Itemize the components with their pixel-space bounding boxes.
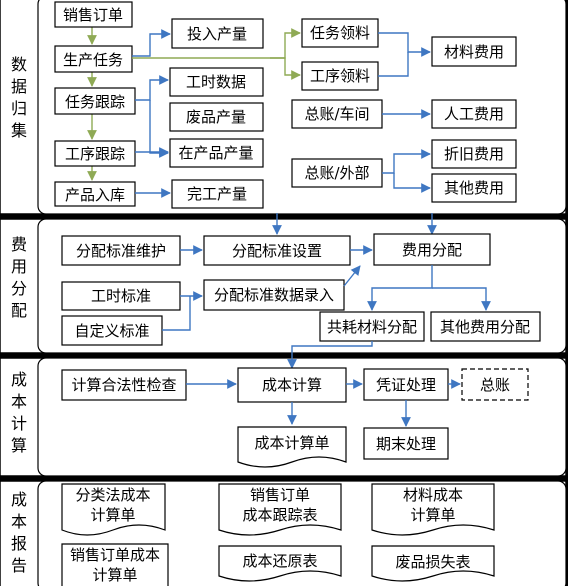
order-tracking-sheet-doc [218, 483, 342, 536]
material-cost-label: 材料费用 [444, 43, 504, 61]
finished-output-box [171, 179, 264, 209]
shared-material-alloc-box [319, 311, 425, 342]
material-cost-sheet-line2: 计算单 [410, 506, 455, 524]
labor-standard-box [61, 281, 181, 311]
labor-standard-label: 工时标准 [91, 287, 151, 305]
alloc-setup-box [203, 235, 351, 266]
period-end-label: 期末处理 [376, 435, 436, 453]
order-tracking-sheet-line2: 成本跟踪表 [242, 506, 317, 524]
cost-restore-label: 成本还原表 [242, 552, 317, 570]
depreciation-cost-box [431, 139, 517, 169]
material-cost-box [431, 36, 517, 67]
alloc-maintain-label: 分配标准维护 [76, 242, 166, 260]
cost-sheet-doc [237, 426, 347, 468]
other-cost-box [431, 173, 517, 203]
depreciation-cost-label: 折旧费用 [444, 145, 504, 163]
section-label-data-collection: 数据归集 [11, 55, 27, 140]
cost-restore-doc [218, 545, 342, 582]
sales-order-label: 销售订单 [63, 6, 123, 24]
wip-output-label: 在产品产量 [178, 144, 253, 162]
task-tracking-label: 任务跟踪 [65, 93, 125, 111]
task-tracking-box [54, 87, 136, 115]
gl-external-box [291, 158, 383, 188]
labor-cost-box [431, 99, 517, 129]
sales-order-box [54, 1, 133, 28]
shared-material-alloc-label: 共耗材料分配 [327, 318, 417, 336]
order-cost-sheet-doc [61, 543, 169, 586]
cost-alloc-box [373, 233, 491, 266]
period-end-box [363, 427, 449, 460]
other-cost-label: 其他费用 [444, 179, 504, 197]
alloc-entry-label: 分配标准数据录入 [214, 286, 334, 304]
voucher-label: 凭证处理 [376, 376, 436, 394]
process-tracking-label: 工序跟踪 [65, 145, 125, 163]
voucher-box [363, 368, 449, 401]
custom-standard-label: 自定义标准 [74, 322, 149, 340]
cost-alloc-label: 费用分配 [402, 241, 462, 259]
scrap-loss-label: 废品损失表 [395, 553, 470, 571]
alloc-setup-label: 分配标准设置 [232, 242, 322, 260]
class-cost-sheet-line2: 计算单 [90, 506, 135, 524]
class-cost-sheet-doc [61, 483, 166, 536]
process-tracking-box [54, 140, 136, 167]
product-storage-box [54, 181, 136, 207]
scrap-loss-doc [371, 545, 495, 582]
wip-output-box [169, 138, 264, 168]
input-output-box [171, 18, 264, 49]
scrap-output-label: 废品产量 [186, 108, 246, 126]
labor-hours-label: 工时数据 [186, 73, 246, 91]
alloc-maintain-box [61, 235, 181, 266]
class-cost-sheet-line1: 分类法成本 [75, 486, 150, 504]
material-cost-sheet-line1: 材料成本 [403, 486, 463, 504]
gl-workshop-label: 总账/车间 [304, 105, 369, 123]
gl-external-label: 总账/外部 [304, 164, 369, 182]
general-ledger-box [461, 368, 529, 401]
process-material-label: 工序领料 [310, 67, 370, 85]
other-cost-alloc-label: 其他费用分配 [440, 318, 530, 336]
production-task-label: 生产任务 [63, 51, 123, 69]
section-label-cost-calculation: 成本计算 [11, 370, 27, 455]
finished-output-label: 完工产量 [187, 185, 247, 203]
general-ledger-label: 总账 [480, 376, 510, 394]
input-output-label: 投入产量 [187, 25, 247, 43]
cost-calc-label: 成本计算 [262, 376, 322, 394]
alloc-entry-box [203, 279, 345, 311]
material-cost-sheet-doc [371, 483, 495, 536]
scrap-output-box [169, 102, 264, 132]
labor-cost-label: 人工费用 [444, 105, 504, 123]
task-material-label: 任务领料 [310, 24, 370, 42]
cost-sheet-label: 成本计算单 [254, 434, 329, 452]
production-task-box [54, 45, 133, 73]
order-cost-sheet-line1: 销售订单成本 [70, 546, 160, 564]
labor-hours-box [169, 67, 264, 97]
legality-check-box [61, 369, 187, 401]
order-tracking-sheet-line1: 销售订单 [250, 486, 310, 504]
section-label-cost-allocation: 费用分配 [11, 235, 27, 320]
order-cost-sheet-line2: 计算单 [92, 566, 137, 584]
section-label-cost-report: 成本报告 [11, 490, 27, 575]
task-material-box [301, 18, 379, 48]
other-cost-alloc-box [430, 311, 541, 342]
process-material-box [301, 61, 379, 91]
legality-check-label: 计算合法性检查 [71, 376, 176, 394]
product-storage-label: 产品入库 [65, 186, 125, 204]
